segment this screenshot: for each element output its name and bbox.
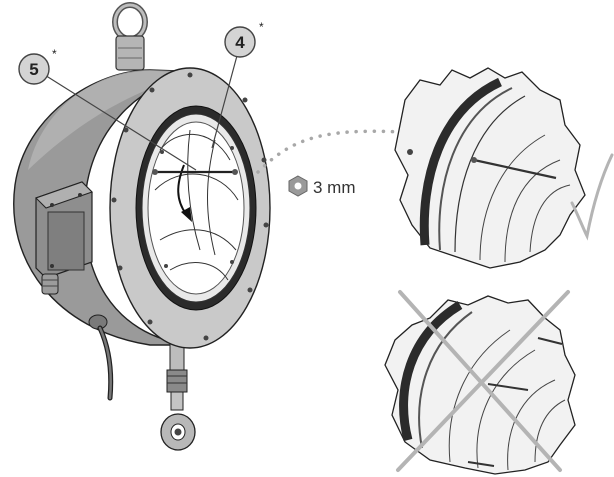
callout-4: 4 * bbox=[211, 20, 264, 149]
callout-4-number: 4 bbox=[235, 33, 245, 52]
damper-blades bbox=[154, 129, 239, 281]
rod-end bbox=[160, 339, 196, 451]
flange-bolts bbox=[111, 72, 269, 341]
hex-key-label: 3 mm bbox=[288, 175, 356, 197]
cable-connector bbox=[88, 314, 114, 401]
detail-correct bbox=[394, 67, 586, 269]
hex-key-size: 3 mm bbox=[313, 178, 356, 197]
callout-5-number: 5 bbox=[29, 60, 38, 79]
detail-leader-dotted bbox=[256, 129, 402, 174]
callout-5-marker: * bbox=[52, 47, 57, 61]
main-unit bbox=[13, 2, 271, 451]
callout-4-marker: * bbox=[259, 20, 264, 34]
cross-mark-icon bbox=[396, 290, 570, 472]
lifting-eye bbox=[112, 2, 148, 71]
front-flange bbox=[109, 67, 271, 349]
check-mark-icon bbox=[570, 153, 614, 241]
callout-5: 5 * bbox=[18, 47, 197, 171]
junction-box bbox=[35, 181, 93, 295]
